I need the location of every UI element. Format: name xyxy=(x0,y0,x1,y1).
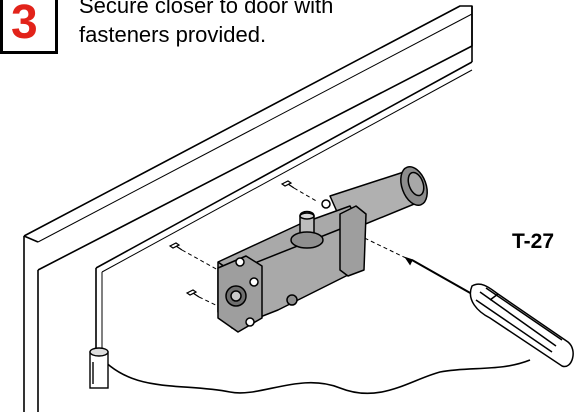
tool-callout-label: T-27 xyxy=(512,230,555,253)
step-number: 3 xyxy=(11,0,38,49)
door-panel xyxy=(23,5,531,412)
step-instruction: Secure closer to door with fasteners pro… xyxy=(79,0,333,49)
screw xyxy=(168,180,295,298)
step-number-badge: 3 xyxy=(0,0,58,54)
door-closer xyxy=(217,166,428,333)
instruction-line-2: fasteners provided. xyxy=(79,22,267,47)
instruction-line-1: Secure closer to door with xyxy=(79,0,334,18)
hinge xyxy=(89,347,109,389)
screwdriver xyxy=(404,256,574,368)
